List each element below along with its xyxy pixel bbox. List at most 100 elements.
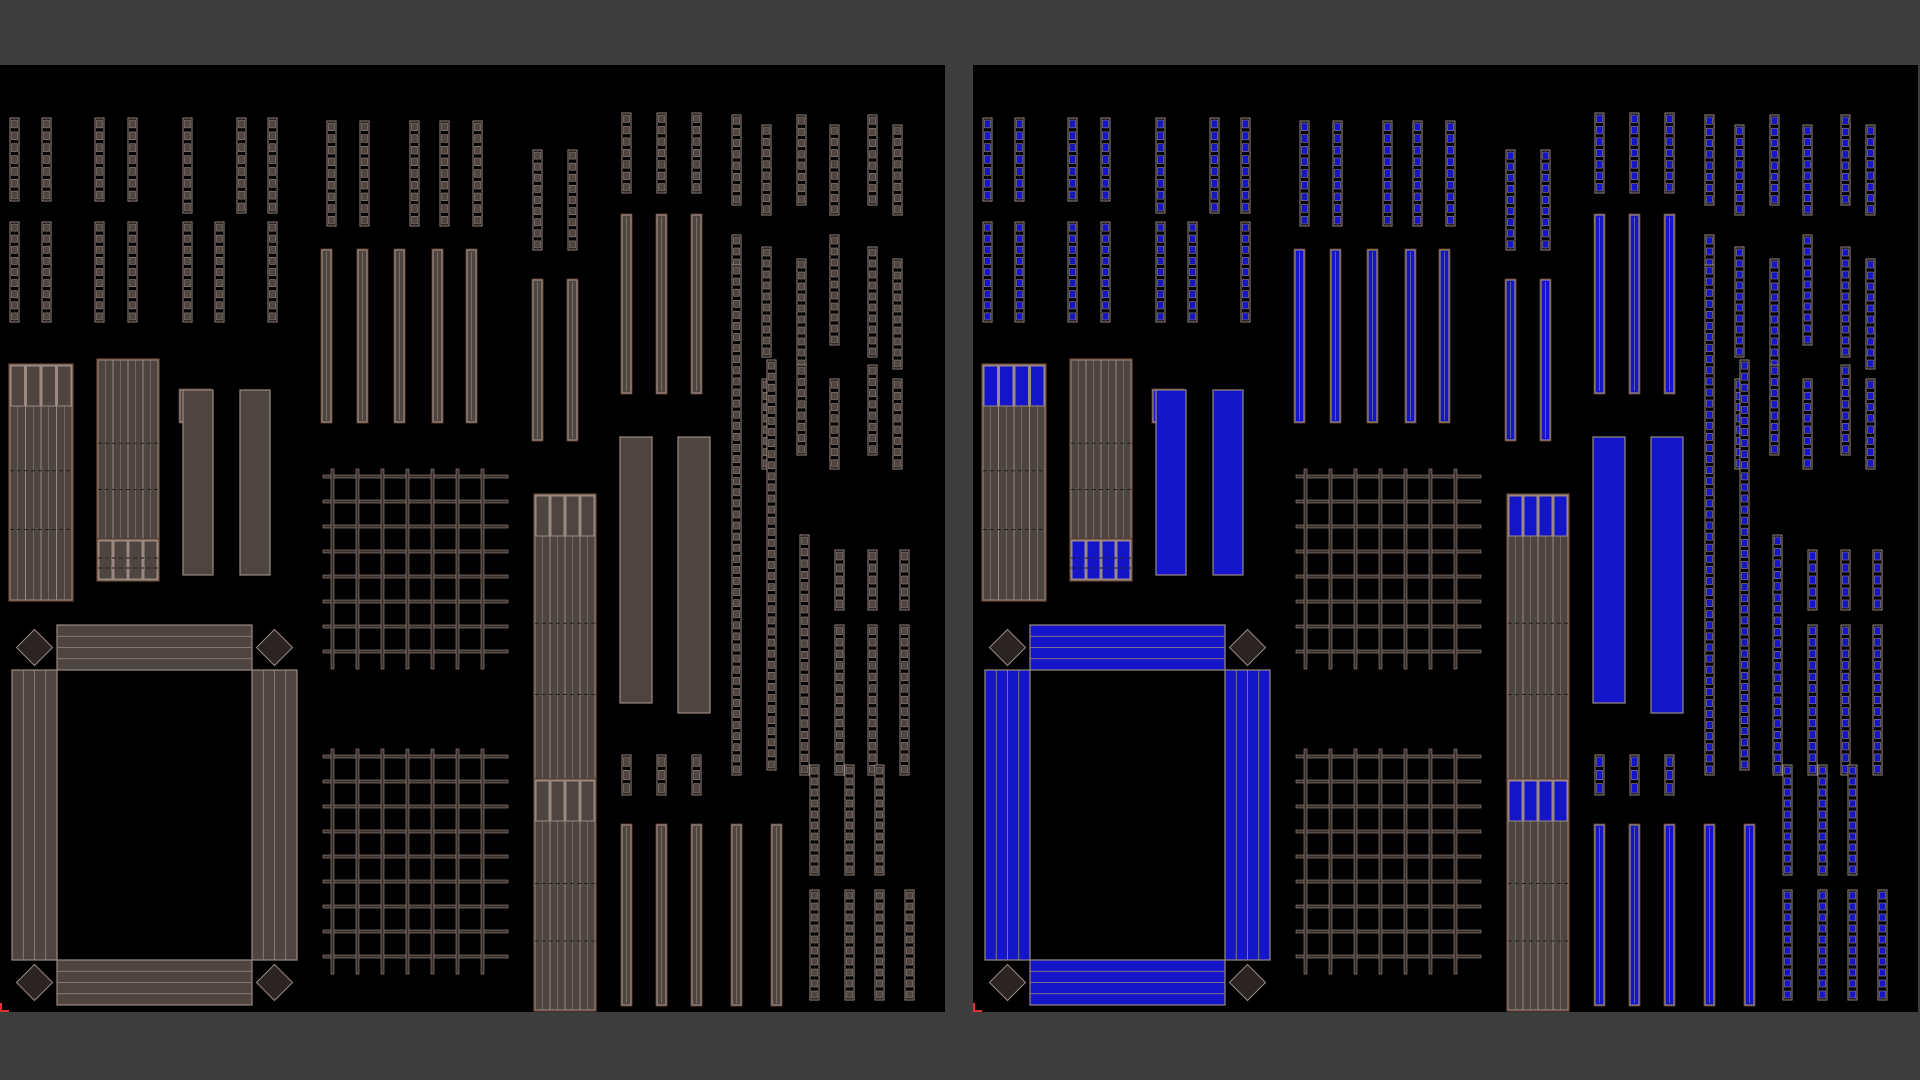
uv-island-strip xyxy=(356,248,369,424)
uv-island-dashed xyxy=(1187,221,1198,323)
uv-island-bundle xyxy=(96,538,160,582)
uv-island-dashed xyxy=(409,120,420,227)
uv-island-strip xyxy=(393,248,406,424)
uv-viewport-left[interactable] xyxy=(0,65,945,1012)
uv-island-dashed xyxy=(1807,549,1818,611)
uv-island-dashed xyxy=(982,221,993,323)
uv-island-dashed xyxy=(1877,889,1888,1001)
uv-island-dashed xyxy=(1629,754,1640,796)
uv-island-dashed xyxy=(834,549,845,611)
uv-island-dashed xyxy=(1769,364,1780,456)
uv-island-dashed xyxy=(472,120,483,227)
uv-island-dashed xyxy=(892,258,903,370)
uv-island-dashed xyxy=(867,246,878,358)
uv-island-dashed xyxy=(41,221,52,323)
uv-island-bundle xyxy=(1069,538,1133,582)
uv-island-dashed xyxy=(874,889,885,1001)
uv-island-dashed xyxy=(1840,246,1851,358)
uv-island-dashed xyxy=(267,221,278,323)
uv-island-strip xyxy=(677,436,711,714)
uv-island-strip xyxy=(1366,248,1379,424)
uv-island-dashed xyxy=(1840,364,1851,456)
uv-island-bundle xyxy=(8,363,74,602)
uv-island-dashed xyxy=(127,221,138,323)
uv-island-strip xyxy=(1212,389,1244,576)
uv-island-dashed xyxy=(182,221,193,323)
uv-island-strip xyxy=(1628,213,1641,395)
uv-island-dashed xyxy=(1840,549,1851,611)
uv-island-strip xyxy=(1628,823,1641,1007)
uv-island-bundle xyxy=(533,493,597,782)
uv-island-grid xyxy=(1295,468,1482,670)
uv-island-dashed xyxy=(799,534,810,776)
uv-island-dashed xyxy=(214,221,225,323)
uv-island-dashed xyxy=(1782,764,1793,876)
uv-island-bundle xyxy=(96,358,160,547)
uv-island-dashed xyxy=(796,364,807,456)
uv-island-dashed xyxy=(1155,221,1166,323)
uv-island-bundle xyxy=(981,363,1047,602)
uv-island-dashed xyxy=(1872,549,1883,611)
uv-island-dashed xyxy=(1014,221,1025,323)
uv-island-dashed xyxy=(1594,112,1605,194)
uv-island-strip xyxy=(1663,823,1676,1007)
uv-island-dashed xyxy=(621,754,632,796)
uv-island-bundle xyxy=(1506,778,1570,1012)
uv-island-dashed xyxy=(829,124,840,216)
uv-island-dashed xyxy=(1067,117,1078,202)
uv-island-dashed xyxy=(621,112,632,194)
uv-island-dashed xyxy=(892,124,903,216)
uv-island-frame xyxy=(11,624,298,1006)
uv-island-dashed xyxy=(532,149,543,251)
uv-island-dashed xyxy=(1802,234,1813,346)
uv-island-strip xyxy=(465,248,478,424)
uv-island-dashed xyxy=(796,258,807,370)
uv-island-dashed xyxy=(892,378,903,470)
uv-island-dashed xyxy=(182,117,193,214)
uv-origin-marker-icon xyxy=(973,1003,982,1012)
uv-island-bundle xyxy=(533,778,597,1012)
uv-island-dashed xyxy=(899,624,910,776)
uv-island-dashed xyxy=(766,359,777,771)
uv-island-dashed xyxy=(94,221,105,323)
uv-island-dashed xyxy=(1782,889,1793,1001)
uv-island-strip xyxy=(1593,213,1606,395)
uv-island-dashed xyxy=(731,114,742,206)
uv-layout-right xyxy=(981,112,1888,1012)
uv-island-dashed xyxy=(1865,258,1876,370)
uv-island-dashed xyxy=(567,149,578,251)
uv-island-dashed xyxy=(1817,764,1828,876)
uv-island-strip xyxy=(1593,823,1606,1007)
uv-island-dashed xyxy=(844,889,855,1001)
uv-island-dashed xyxy=(1704,114,1715,206)
uv-island-strip xyxy=(620,213,633,395)
uv-island-dashed xyxy=(656,754,667,796)
uv-island-dashed xyxy=(1865,378,1876,470)
uv-island-dashed xyxy=(1734,124,1745,216)
uv-island-dashed xyxy=(1067,221,1078,323)
uv-island-dashed xyxy=(1769,114,1780,206)
uv-island-strip xyxy=(620,823,633,1007)
uv-island-bundle xyxy=(1506,493,1570,782)
uv-viewport-right[interactable] xyxy=(973,65,1918,1012)
uv-island-dashed xyxy=(1865,124,1876,216)
uv-island-strip xyxy=(1155,389,1187,576)
uv-island-strip xyxy=(690,213,703,395)
uv-island-dashed xyxy=(236,117,247,214)
uv-island-dashed xyxy=(982,117,993,202)
uv-island-dashed xyxy=(1872,624,1883,776)
uv-island-dashed xyxy=(1505,149,1516,251)
uv-island-strip xyxy=(770,823,783,1007)
uv-island-dashed xyxy=(1412,120,1423,227)
uv-island-dashed xyxy=(267,117,278,214)
uv-island-dashed xyxy=(691,754,702,796)
uv-island-dashed xyxy=(1704,264,1715,776)
uv-island-dashed xyxy=(1155,117,1166,214)
uv-island-dashed xyxy=(761,246,772,358)
uv-island-dashed xyxy=(867,549,878,611)
uv-island-dashed xyxy=(1100,117,1111,202)
uv-island-dashed xyxy=(1594,754,1605,796)
uv-island-dashed xyxy=(874,764,885,876)
uv-island-dashed xyxy=(9,221,20,323)
uv-island-dashed xyxy=(1769,258,1780,370)
